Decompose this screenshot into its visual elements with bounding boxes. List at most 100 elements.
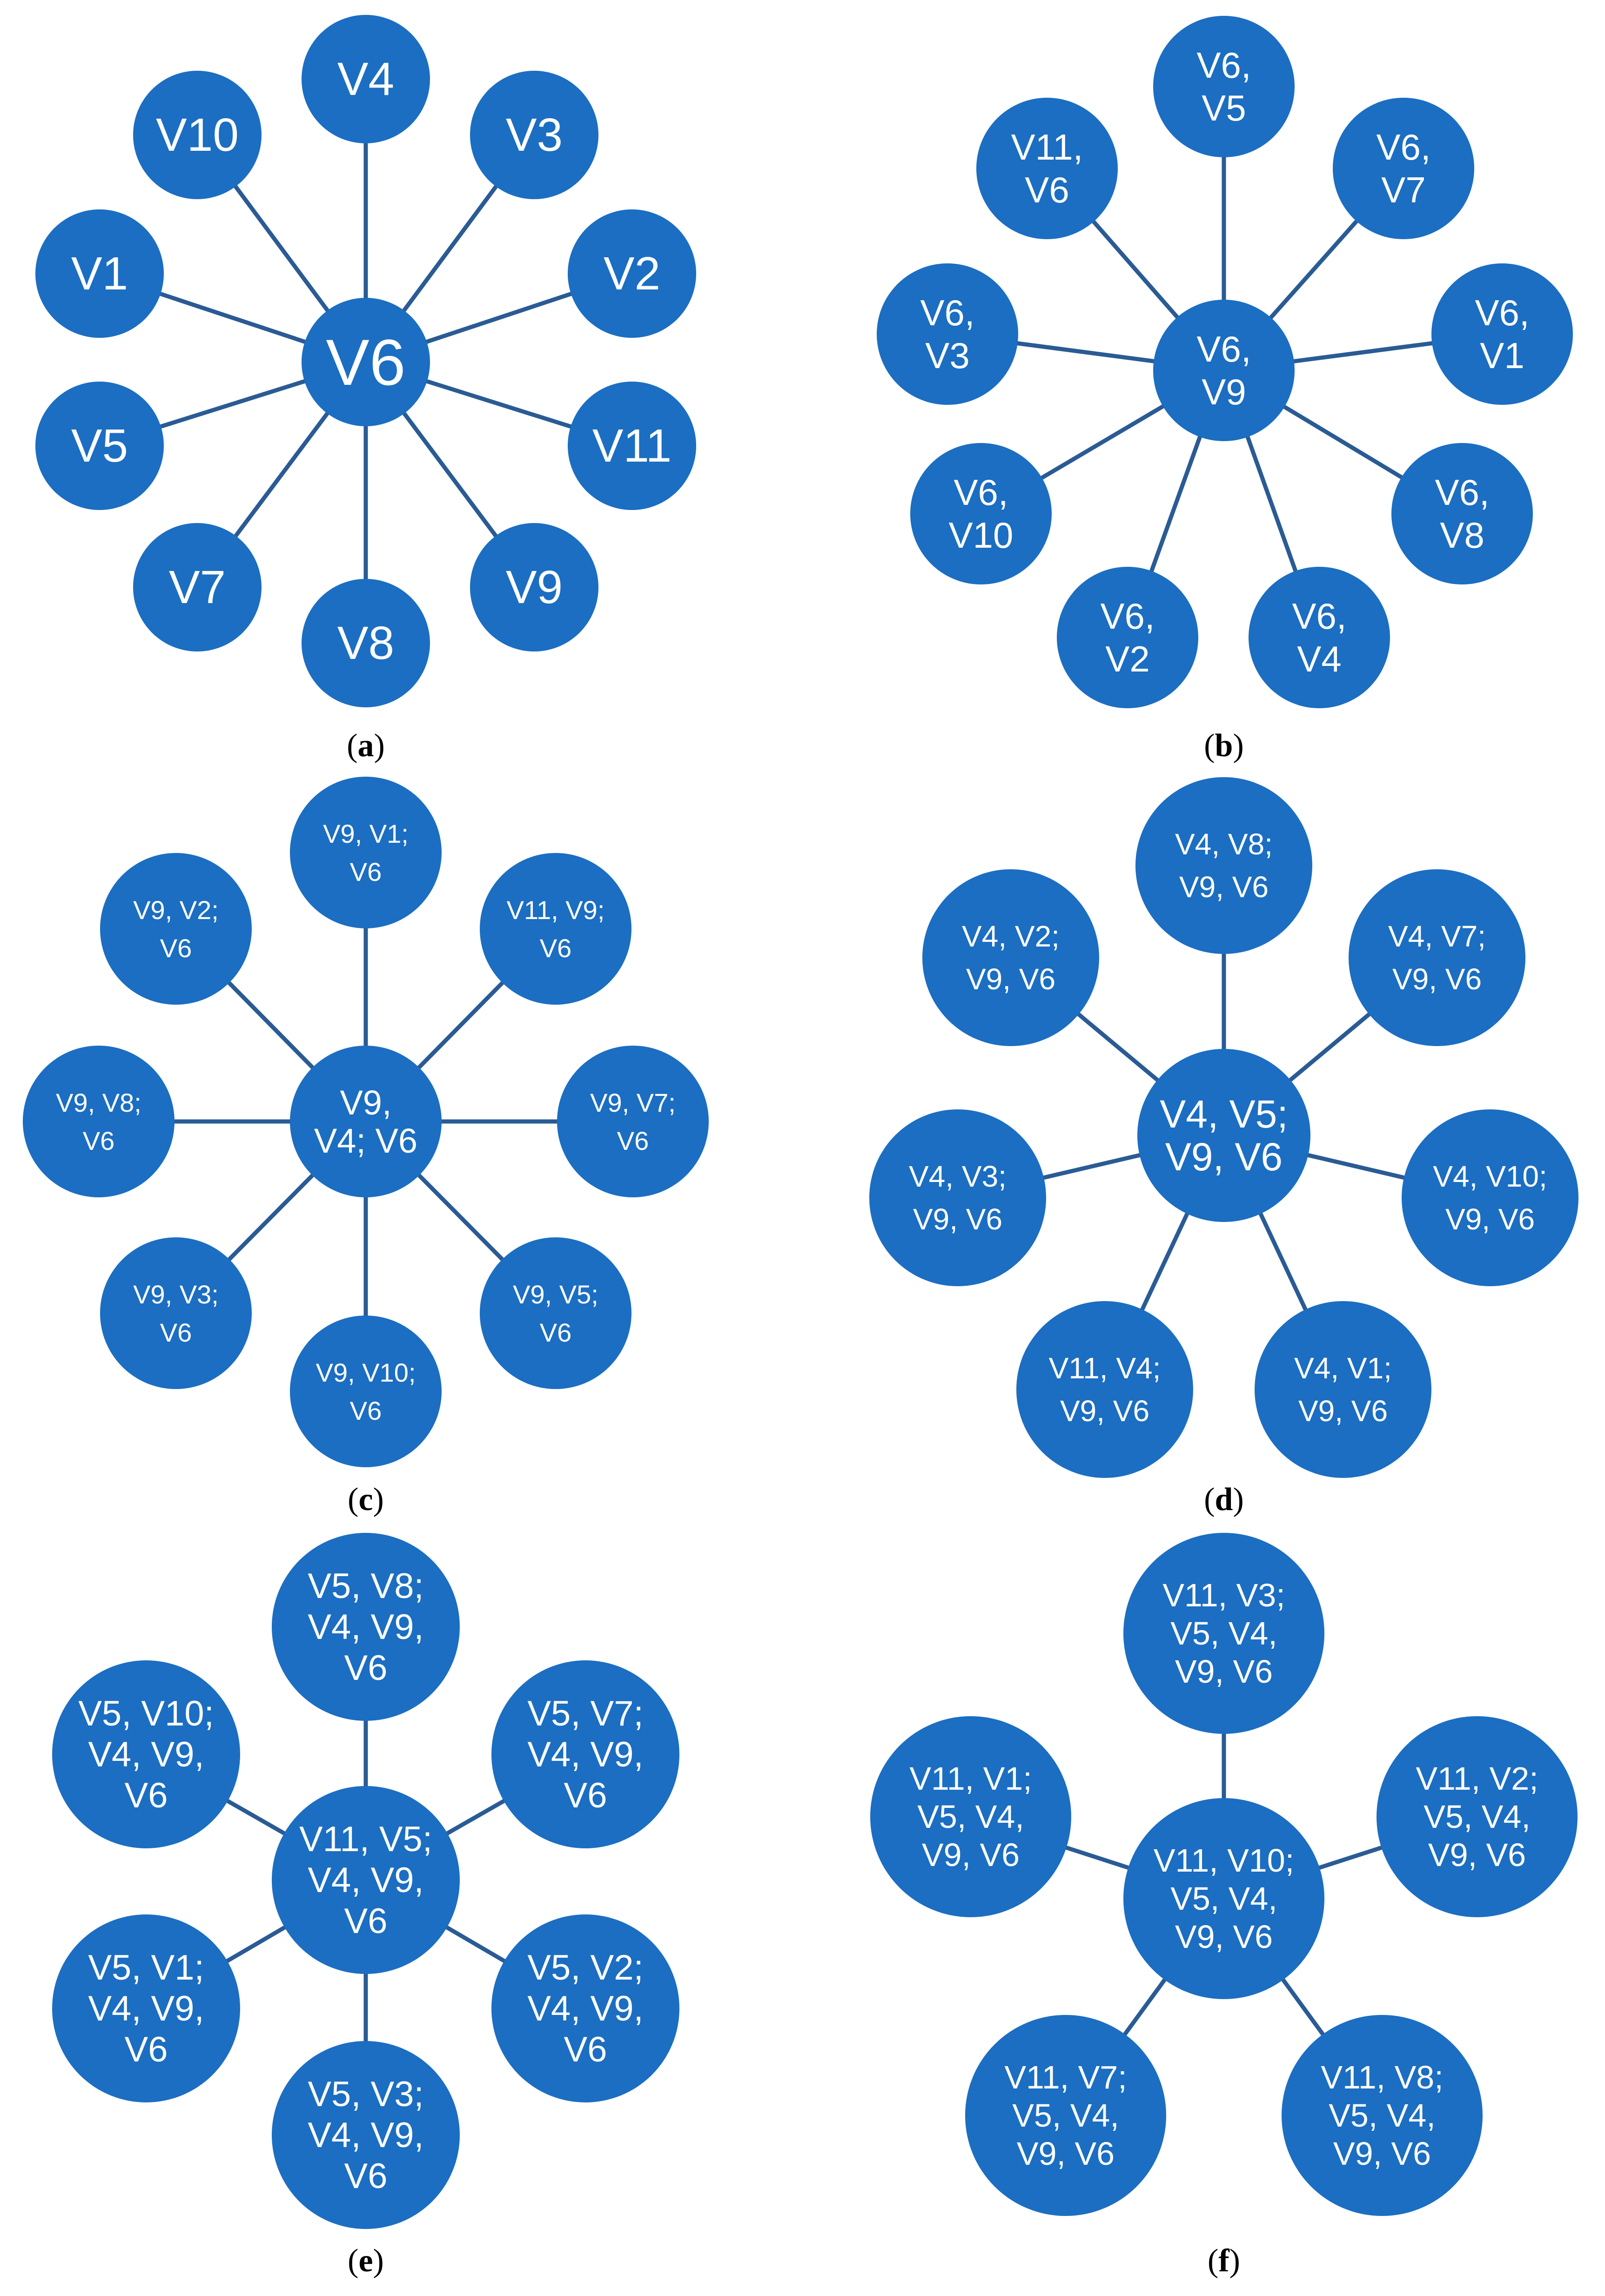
outer-node: V9, V10;V6 [290, 1316, 442, 1467]
node-label: V4, V8;V9, V6 [1175, 827, 1273, 904]
node-circle [491, 1914, 679, 2102]
node-circle [133, 71, 262, 199]
outer-node: V5, V1;V4, V9,V6 [52, 1914, 240, 2102]
node-circle [922, 869, 1099, 1046]
center-node-label: V11, V5;V4, V9,V6 [299, 1819, 432, 1941]
node-label: V9 [506, 561, 563, 613]
node-circle [1016, 1301, 1193, 1478]
node-circle [870, 1716, 1071, 1917]
node-circle [470, 523, 598, 651]
center-node: V4, V5;V9, V6 [1137, 1049, 1310, 1222]
node-label: V6,V10 [949, 472, 1014, 556]
node-label: V11, V1;V5, V4,V9, V6 [909, 1760, 1032, 1873]
outer-node: V4, V7;V9, V6 [1349, 869, 1525, 1046]
node-label: V6,V4 [1292, 596, 1346, 679]
node-circle [133, 523, 262, 651]
node-circle [290, 1316, 442, 1467]
outer-node: V6,V5 [1153, 16, 1295, 157]
outer-node: V6,V3 [877, 263, 1018, 405]
outer-node: V5, V10;V4, V9,V6 [52, 1660, 240, 1848]
node-label: V6,V8 [1435, 472, 1489, 556]
outer-node: V4, V2;V9, V6 [922, 869, 1099, 1046]
outer-node: V11 [568, 382, 696, 510]
node-circle [1249, 567, 1390, 708]
center-node-circle [272, 1786, 460, 1974]
outer-node: V5 [35, 382, 164, 510]
node-label: V5, V3;V4, V9,V6 [308, 2074, 423, 2196]
center-node-circle [1137, 1049, 1310, 1222]
node-label: V11, V7;V5, V4,V9, V6 [1004, 2059, 1127, 2172]
node-circle [1333, 98, 1474, 239]
node-label: V4, V3;V9, V6 [909, 1160, 1007, 1236]
node-label: V5, V8;V4, V9,V6 [308, 1566, 423, 1688]
node-label: V11,V6 [1011, 127, 1083, 210]
outer-node: V4, V3;V9, V6 [869, 1109, 1046, 1286]
panel-caption: (b) [1204, 728, 1244, 764]
center-node-label: V11, V10;V5, V4,V9, V6 [1154, 1842, 1294, 1955]
outer-node: V6,V10 [910, 443, 1052, 584]
node-circle [480, 853, 631, 1005]
node-circle [100, 1237, 252, 1389]
node-label: V5, V7;V4, V9,V6 [527, 1694, 643, 1815]
node-label: V5, V10;V4, V9,V6 [78, 1694, 214, 1815]
node-circle [100, 853, 252, 1005]
node-circle [491, 1660, 679, 1848]
node-label: V6,V7 [1376, 127, 1430, 210]
center-node-label: V9,V4; V6 [314, 1083, 417, 1160]
outer-node: V9, V8;V6 [23, 1046, 175, 1197]
node-circle [1123, 1533, 1324, 1734]
node-label: V4, V2;V9, V6 [962, 920, 1060, 996]
outer-node: V6,V2 [1057, 567, 1198, 708]
node-label: V11, V2;V5, V4,V9, V6 [1416, 1760, 1538, 1873]
outer-node: V6,V4 [1249, 567, 1390, 708]
node-circle [480, 1237, 631, 1389]
node-circle [1402, 1109, 1578, 1286]
center-node-label: V4, V5;V9, V6 [1160, 1092, 1288, 1179]
node-label: V11, V9;V6 [507, 895, 605, 963]
center-node-circle [1153, 300, 1295, 441]
node-circle [910, 443, 1052, 584]
outer-node: V5, V3;V4, V9,V6 [272, 2041, 460, 2229]
node-circle [568, 382, 696, 510]
panel-b: V6,V5V6,V7V6,V1V6,V8V6,V4V6,V2V6,V10V6,V… [877, 16, 1573, 764]
node-circle [302, 579, 430, 707]
node-label: V4, V10;V9, V6 [1433, 1160, 1547, 1236]
node-label: V10 [156, 109, 239, 161]
outer-node: V5, V8;V4, V9,V6 [272, 1533, 460, 1721]
outer-node: V11, V9;V6 [480, 853, 631, 1005]
outer-node: V2 [568, 209, 696, 338]
node-circle [290, 777, 442, 928]
outer-node: V1 [35, 209, 164, 338]
center-node: V6 [302, 298, 430, 426]
node-circle [1282, 2015, 1483, 2216]
node-label: V6,V3 [920, 292, 974, 376]
node-label: V1 [71, 248, 128, 300]
node-circle [52, 1914, 240, 2102]
node-label: V11, V4;V9, V6 [1049, 1351, 1161, 1428]
node-label: V5 [71, 420, 128, 472]
panel-caption: (c) [348, 1482, 384, 1517]
outer-node: V4, V1;V9, V6 [1255, 1301, 1431, 1478]
node-label: V9, V7;V6 [590, 1088, 676, 1155]
panel-caption: (e) [348, 2243, 384, 2279]
node-label: V7 [169, 561, 226, 613]
node-circle [1349, 869, 1525, 1046]
node-label: V9, V5;V6 [513, 1280, 598, 1347]
node-circle [965, 2015, 1166, 2216]
outer-node: V5, V7;V4, V9,V6 [491, 1660, 679, 1848]
node-label: V6,V5 [1196, 45, 1251, 128]
center-node-circle [1123, 1798, 1324, 1999]
center-node-circle [302, 298, 430, 426]
center-node: V11, V5;V4, V9,V6 [272, 1786, 460, 1974]
node-circle [869, 1109, 1046, 1286]
node-circle [272, 1533, 460, 1721]
outer-node: V11, V1;V5, V4,V9, V6 [870, 1716, 1071, 1917]
node-circle [1391, 443, 1533, 584]
node-label: V9, V10;V6 [316, 1358, 416, 1425]
outer-node: V4, V8;V9, V6 [1135, 777, 1312, 954]
node-label: V9, V3;V6 [133, 1280, 219, 1347]
outer-node: V9, V3;V6 [100, 1237, 252, 1389]
